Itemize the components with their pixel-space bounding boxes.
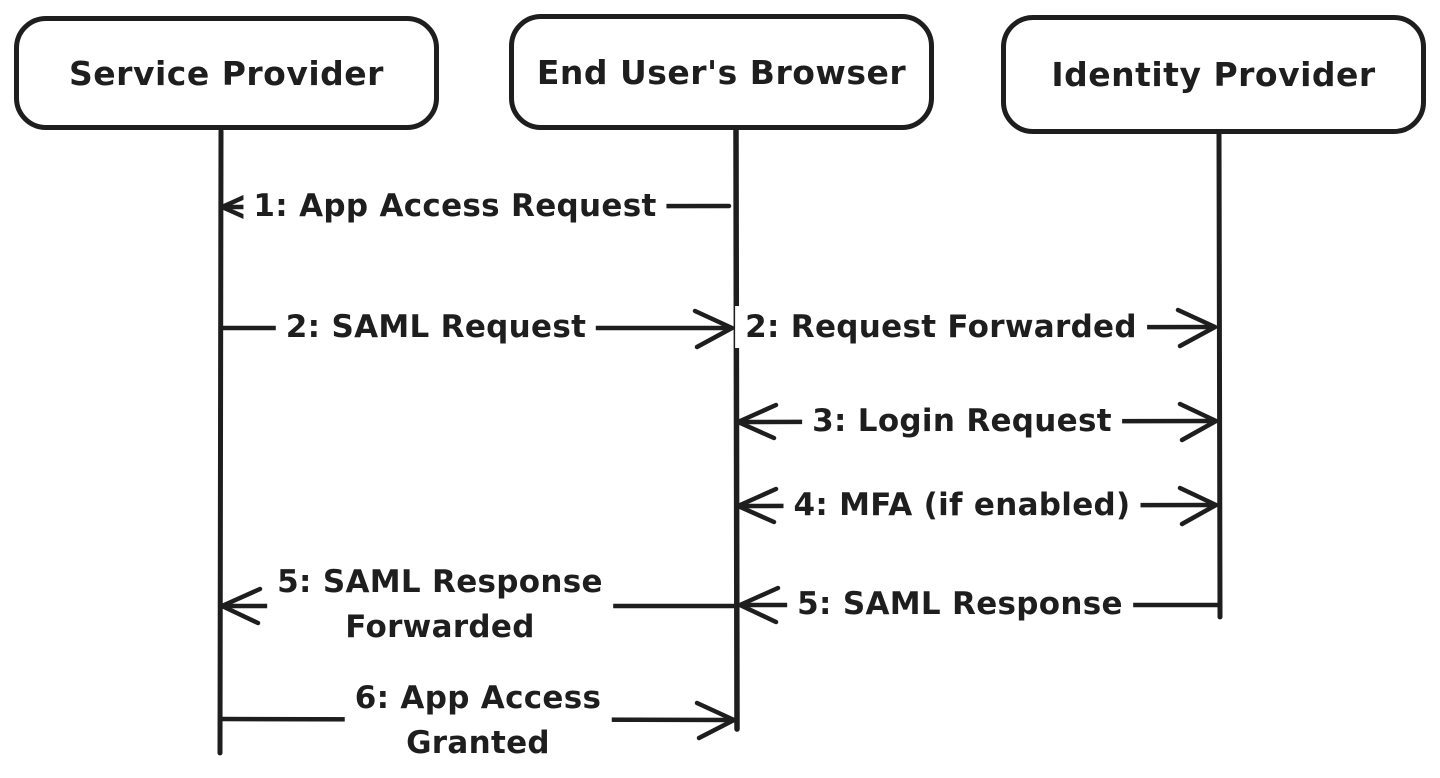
message-arrow-6-head-left	[737, 585, 781, 625]
message-arrow-4-head-left	[735, 402, 779, 441]
message-label-mfa-if-enabled: 4: MFA (if enabled)	[783, 484, 1141, 526]
message-label-line-1: 5: SAML Response	[277, 564, 603, 600]
message-label-saml-response-forwarded: 5: SAML Response Forwarded	[267, 559, 613, 651]
actor-label-identity-provider: Identity Provider	[1051, 55, 1376, 94]
message-label-line-1: 6: App Access	[354, 680, 602, 716]
message-arrow-7-head-left	[219, 586, 263, 626]
message-label-saml-request: 2: SAML Request	[275, 306, 597, 348]
actor-label-end-users-browser: End User's Browser	[536, 52, 907, 92]
actor-box-identity-provider: Identity Provider	[1001, 15, 1426, 134]
lifeline-service-provider	[217, 128, 224, 756]
message-arrow-2-head-right	[692, 308, 735, 350]
message-arrow-5-head-left	[735, 486, 779, 525]
message-arrow-8-head-right	[694, 700, 737, 741]
message-label-saml-response: 5: SAML Response	[787, 583, 1133, 625]
message-label-line-2: Granted	[406, 725, 550, 761]
lifeline-identity-provider	[1216, 131, 1223, 620]
message-arrow-3-head-right	[1175, 307, 1218, 349]
message-arrow-4-head-right	[1177, 401, 1219, 443]
actor-label-service-provider: Service Provider	[69, 53, 384, 93]
message-label-request-forwarded: 2: Request Forwarded	[735, 306, 1147, 348]
actor-box-end-users-browser: End User's Browser	[509, 14, 934, 130]
message-label-app-access-granted: 6: App Access Granted	[344, 675, 612, 767]
message-label-app-access-request: 1: App Access Request	[243, 185, 667, 227]
lifeline-end-users-browser	[733, 127, 740, 732]
message-arrow-5-head-right	[1177, 485, 1219, 527]
message-label-line-2: Forwarded	[345, 609, 535, 645]
actor-box-service-provider: Service Provider	[14, 16, 439, 130]
message-label-login-request: 3: Login Request	[802, 400, 1122, 442]
